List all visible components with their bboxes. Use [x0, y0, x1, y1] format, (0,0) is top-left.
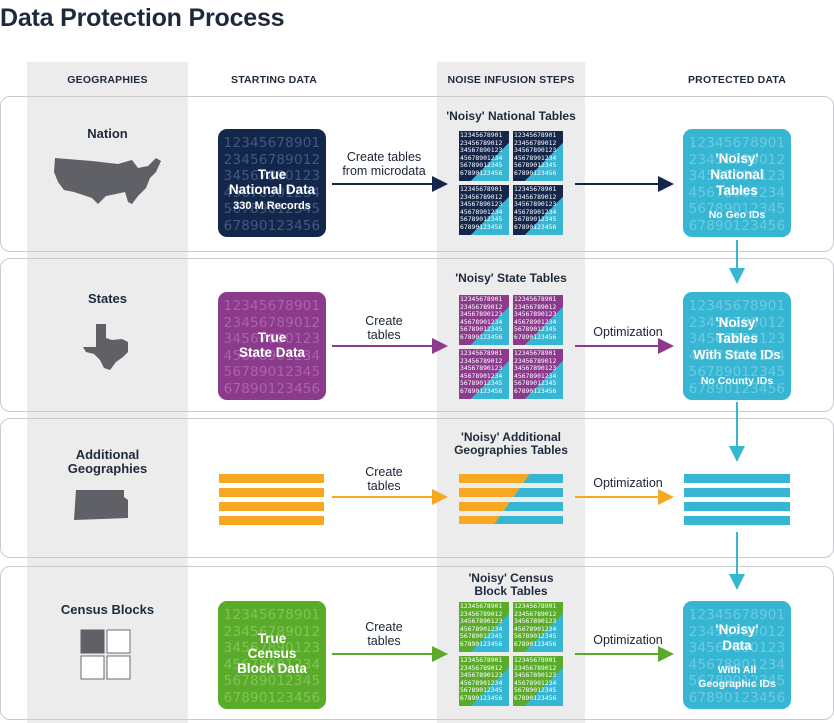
protected-data-header: PROTECTED DATA	[687, 74, 787, 86]
noise-steps-header: NOISE INFUSION STEPS	[447, 74, 575, 86]
region-map-icon	[74, 490, 128, 520]
box-label-line1: True	[257, 167, 287, 182]
noisy-blocks-title: 'Noisy' Census Block Tables	[468, 571, 554, 599]
us-map-icon	[54, 158, 161, 204]
protected-label-line3: With All	[717, 664, 757, 676]
protected-label-line1: 'Noisy'	[715, 622, 759, 637]
geographies-header: GEOGRAPHIES	[67, 74, 148, 86]
box-label-line2: National Data	[228, 182, 316, 197]
noisy-additional-title: 'Noisy' Additional Geographies Tables	[454, 430, 568, 458]
noisy-national-title: 'Noisy' National Tables	[446, 109, 576, 123]
protected-label-line3: Tables	[716, 183, 758, 198]
box-label-line2: Census	[247, 646, 297, 661]
texas-map-icon	[83, 324, 128, 370]
geo-label-additional: Additional Geographies	[67, 447, 148, 476]
protected-label-line2: Tables	[716, 331, 758, 346]
geo-label-states: States	[87, 291, 128, 306]
arrow-label-blocks-optimization: Optimization	[593, 633, 663, 647]
geo-label-nation: Nation	[87, 126, 128, 141]
geo-label-blocks: Census Blocks	[60, 602, 155, 617]
protected-label-line1: 'Noisy'	[715, 315, 759, 330]
protected-label-line4: No County IDs	[700, 375, 774, 387]
box-label-line1: True	[257, 330, 287, 345]
arrow-label-nation-create: Create tables from microdata	[342, 150, 426, 178]
box-label-line2: State Data	[238, 345, 306, 360]
noisy-additional-stripes	[459, 474, 563, 524]
box-label-line1: True	[257, 631, 287, 646]
noisy-state-title: 'Noisy' State Tables	[455, 271, 567, 285]
protected-label-line3: With State IDs	[693, 347, 781, 362]
page-title: Data Protection Process	[0, 4, 285, 32]
arrow-label-additional-optimization: Optimization	[593, 476, 663, 490]
arrow-label-blocks-create: Create tables	[365, 620, 403, 648]
protected-label-line4: Geographic IDs	[698, 678, 776, 690]
protected-label-line2: National	[710, 167, 764, 182]
box-label-line3: 330 M Records	[233, 200, 311, 212]
arrow-label-states-optimization: Optimization	[593, 325, 663, 339]
box-label-line3: Block Data	[237, 661, 307, 676]
protected-label-line4: No Geo IDs	[708, 209, 766, 221]
arrow-label-additional-create: Create tables	[365, 465, 403, 493]
starting-data-header: STARTING DATA	[230, 74, 317, 86]
census-blocks-icon	[80, 629, 131, 680]
arrow-label-states-create: Create tables	[365, 314, 403, 342]
protected-label-line1: 'Noisy'	[715, 151, 759, 166]
protected-label-line2: Data	[722, 638, 752, 653]
